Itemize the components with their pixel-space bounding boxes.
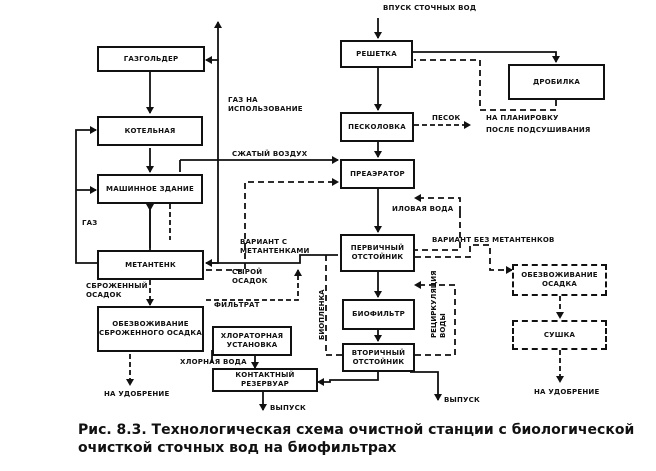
figure-caption: Рис. 8.3. Технологическая схема очистной…	[78, 422, 635, 456]
node-preaerator: ПРЕАЭРАТОР	[340, 159, 415, 189]
node-machine-building: МАШИННОЕ ЗДАНИЕ	[97, 174, 203, 204]
label-fermented-sludge: СБРОЖЕННЫЙ ОСАДОК	[86, 282, 148, 299]
label-chlorine-water: ХЛОРНАЯ ВОДА	[180, 358, 247, 366]
node-contact-tank: КОНТАКТНЫЙ РЕЗЕРВУАР	[212, 368, 318, 392]
label-gas-for-use: ГАЗ НА ИСПОЛЬЗОВАНИЕ	[228, 96, 303, 113]
label-variant-without: ВАРИАНТ БЕЗ МЕТАНТЕНКОВ	[432, 236, 555, 244]
node-secondary-settler: ВТОРИЧНЫЙ ОТСТОЙНИК	[342, 343, 415, 372]
node-drying: СУШКА	[512, 320, 607, 350]
node-crusher: ДРОБИЛКА	[508, 64, 605, 100]
label-variant-with: ВАРИАНТ С МЕТАНТЕНКАМИ	[240, 238, 310, 255]
node-sand-trap: ПЕСКОЛОВКА	[340, 112, 414, 142]
node-screen: РЕШЕТКА	[340, 40, 413, 68]
label-wastewater-inlet: ВПУСК СТОЧНЫХ ВОД	[383, 4, 477, 12]
label-compressed-air: СЖАТЫЙ ВОЗДУХ	[232, 150, 308, 158]
node-sludge-dewatering: ОБЕЗВОЖИВАНИЕ ОСАДКА	[512, 264, 607, 296]
label-sand: ПЕСОК	[432, 114, 461, 122]
label-after-washing: ПОСЛЕ ПОДСУШИВАНИЯ	[486, 126, 591, 134]
label-biofilm: БИОПЛЕНКА	[318, 289, 326, 340]
label-gas: ГАЗ	[82, 219, 98, 227]
node-primary-settler: ПЕРВИЧНЫЙ ОТСТОЙНИК	[340, 234, 415, 272]
label-raw-sludge: СЫРОЙ ОСАДОК	[232, 268, 268, 285]
node-methane-tank: МЕТАНТЕНК	[97, 250, 204, 280]
label-recirculation: РЕЦИРКУЛЯЦИЯ ВОДЫ	[430, 270, 447, 338]
label-to-fertilizer-right: НА УДОБРЕНИЕ	[534, 388, 600, 396]
node-sludge-dewatering-fermented: ОБЕЗВОЖИВАНИЕ СБРОЖЕННОГО ОСАДКА	[97, 306, 204, 352]
label-filtrate: ФИЛЬТРАТ	[214, 301, 260, 309]
label-to-planning: НА ПЛАНИРОВКУ	[486, 114, 559, 122]
label-activated-sludge: ИЛОВАЯ ВОДА	[392, 205, 454, 213]
node-chlorination: ХЛОРАТОРНАЯ УСТАНОВКА	[212, 326, 292, 356]
label-outlet-right: ВЫПУСК	[444, 396, 480, 404]
label-to-fertilizer-left: НА УДОБРЕНИЕ	[104, 390, 170, 398]
node-biofilter: БИОФИЛЬТР	[342, 299, 415, 330]
node-boiler: КОТЕЛЬНАЯ	[97, 116, 203, 146]
label-outlet-center: ВЫПУСК	[270, 404, 306, 412]
node-gasholder: ГАЗГОЛЬДЕР	[97, 46, 205, 72]
